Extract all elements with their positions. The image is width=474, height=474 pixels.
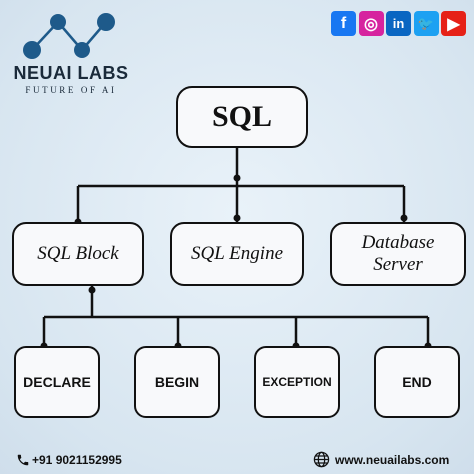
twitter-icon[interactable]: 🐦 [413, 11, 439, 36]
root-node-label: SQL [211, 100, 273, 133]
youtube-icon[interactable]: ▶ [441, 11, 466, 36]
node-database-server: Database Server [330, 222, 466, 286]
node-label: EXCEPTION [262, 375, 332, 389]
node-label: SQL Engine [190, 243, 283, 264]
node-sql-block: SQL Block [12, 222, 144, 286]
node-label: END [402, 374, 432, 390]
instagram-icon[interactable]: ◎ [358, 11, 384, 36]
website-link[interactable]: www.neuailabs.com [335, 453, 450, 467]
node-exception: EXCEPTION [254, 346, 340, 418]
brand-name: NEUAI LABS [13, 63, 129, 83]
root-node-sql: SQL [176, 86, 308, 148]
phone-number: +91 9021152995 [32, 453, 122, 467]
neuai-logo-icon [23, 13, 115, 59]
node-label: DECLARE [23, 374, 91, 390]
node-end: END [374, 346, 460, 418]
brand-tagline: FUTURE OF AI [25, 85, 117, 95]
facebook-icon[interactable]: f [331, 11, 356, 36]
node-begin: BEGIN [134, 346, 220, 418]
phone-icon [17, 454, 29, 466]
node-sql-engine: SQL Engine [170, 222, 304, 286]
linkedin-icon[interactable]: in [386, 11, 411, 36]
node-declare: DECLARE [14, 346, 100, 418]
node-label: Database Server [361, 232, 435, 275]
globe-icon [313, 451, 330, 468]
node-label: SQL Block [37, 243, 119, 264]
node-label: BEGIN [154, 374, 200, 390]
